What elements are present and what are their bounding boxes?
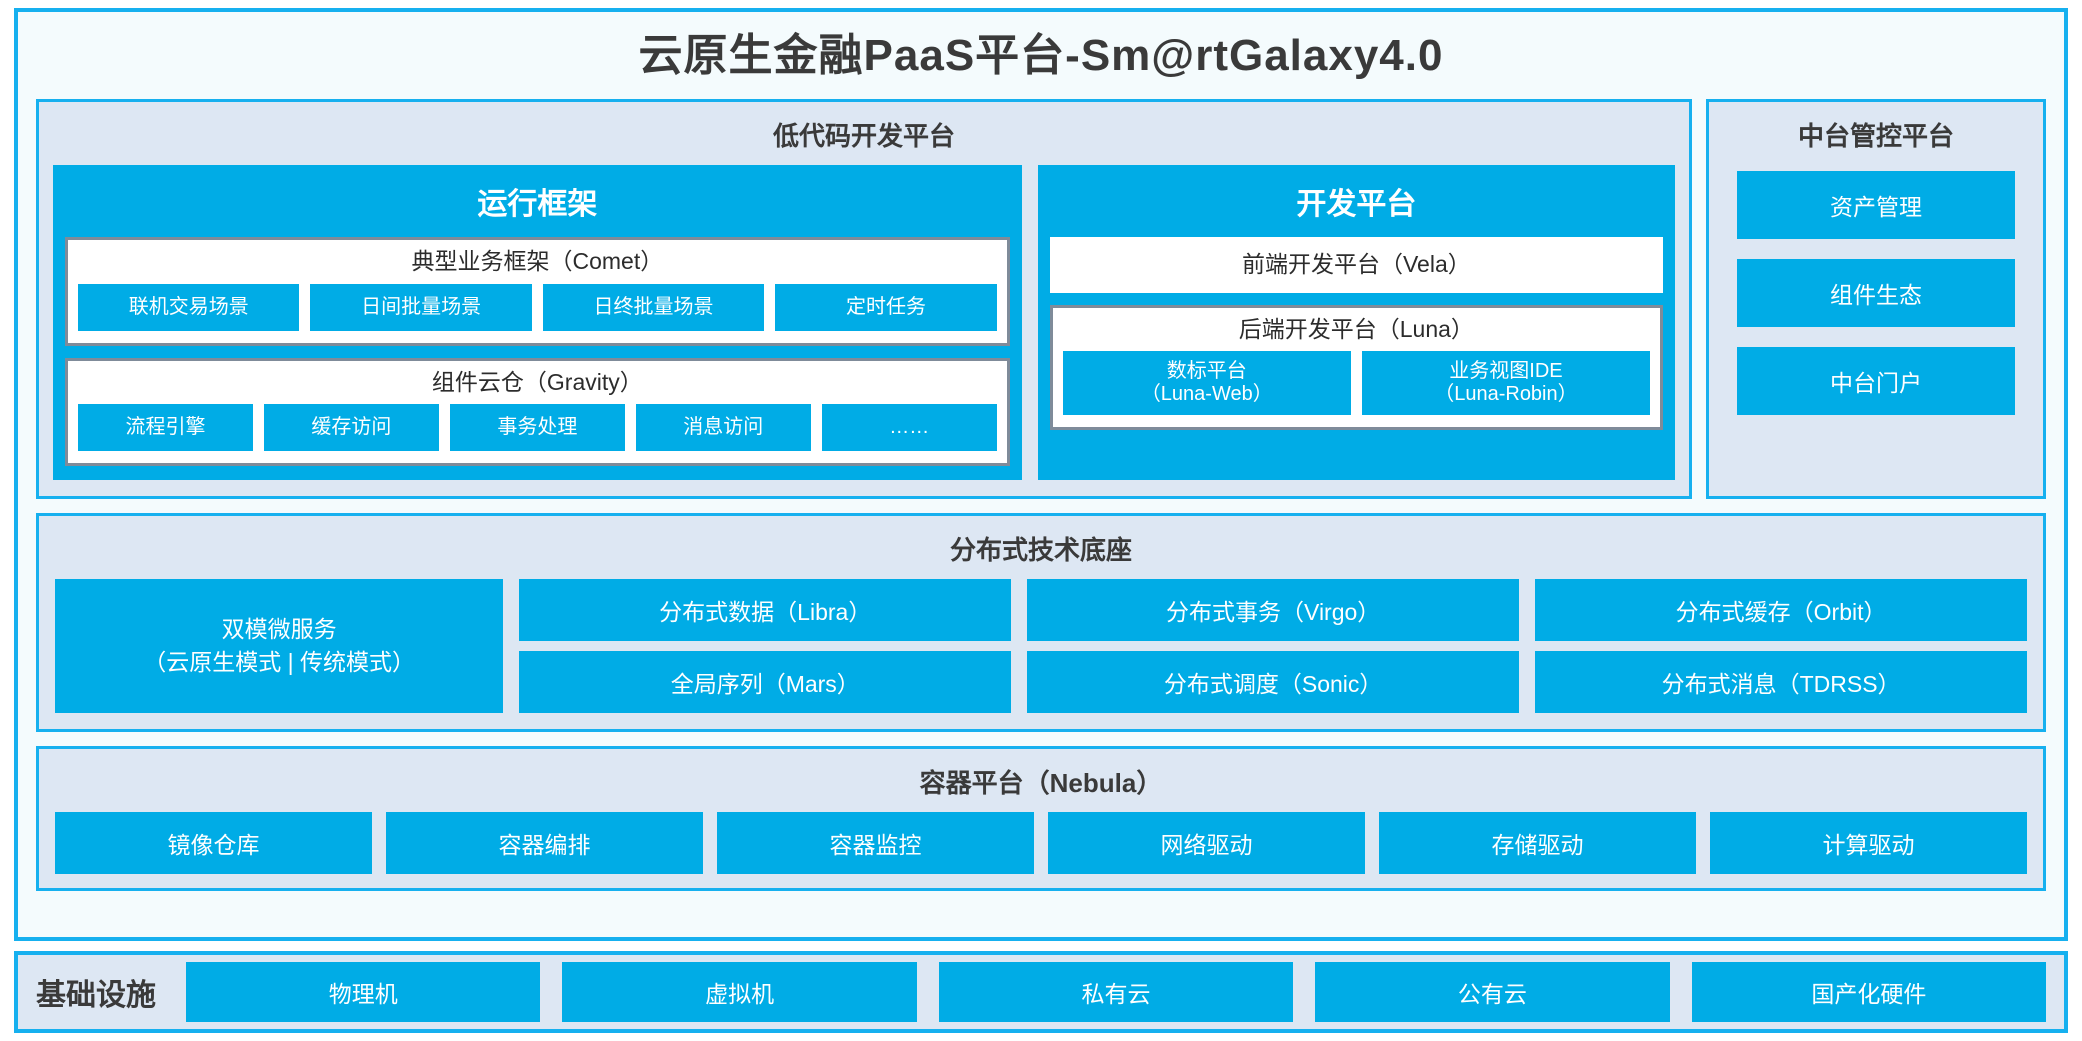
gravity-item-more[interactable]: …… — [821, 404, 997, 452]
gravity-item[interactable]: 消息访问 — [635, 404, 811, 452]
midplatform-item-list: 资产管理 组件生态 中台门户 — [1723, 165, 2029, 415]
container-item[interactable]: 网络驱动 — [1048, 812, 1365, 875]
comet-box: 典型业务框架（Comet） 联机交易场景 日间批量场景 日终批量场景 定时任务 — [65, 237, 1010, 346]
development-platform-card: 开发平台 前端开发平台（Vela） 后端开发平台（Luna） 数标平台 （Lun… — [1037, 165, 1675, 481]
page-title: 云原生金融PaaS平台-Sm@rtGalaxy4.0 — [638, 31, 1444, 80]
comet-item[interactable]: 日终批量场景 — [542, 283, 765, 331]
tech-base-grid: 双模微服务 （云原生模式 | 传统模式） 分布式数据（Libra） 全局序列（M… — [55, 579, 2028, 714]
runtime-framework-card: 运行框架 典型业务框架（Comet） 联机交易场景 日间批量场景 日终批量场景 … — [53, 165, 1022, 481]
comet-chip-row: 联机交易场景 日间批量场景 日终批量场景 定时任务 — [78, 283, 997, 331]
runtime-framework-title: 运行框架 — [477, 188, 598, 221]
luna-robin-line1: 业务视图IDE — [1449, 360, 1563, 383]
dual-mode-microservice-cell[interactable]: 双模微服务 （云原生模式 | 传统模式） — [55, 579, 504, 714]
luna-web-line1: 数标平台 — [1166, 360, 1247, 383]
gravity-item[interactable]: 事务处理 — [449, 404, 625, 452]
infrastructure-item[interactable]: 国产化硬件 — [1691, 962, 2047, 1022]
infrastructure-bar: 基础设施 物理机 虚拟机 私有云 公有云 国产化硬件 — [14, 951, 2068, 1033]
runtime-framework-column: 运行框架 典型业务框架（Comet） 联机交易场景 日间批量场景 日终批量场景 … — [53, 165, 1022, 481]
development-platform-column: 开发平台 前端开发平台（Vela） 后端开发平台（Luna） 数标平台 （Lun… — [1037, 165, 1675, 481]
gravity-item[interactable]: 流程引擎 — [78, 404, 253, 452]
gravity-item[interactable]: 缓存访问 — [263, 404, 439, 452]
luna-box: 后端开发平台（Luna） 数标平台 （Luna-Web） 业务视图IDE （Lu… — [1049, 304, 1663, 431]
tech-column-2: 分布式事务（Virgo） 分布式调度（Sonic） — [1027, 579, 1520, 714]
container-item[interactable]: 容器编排 — [386, 812, 703, 875]
tech-column-3: 分布式缓存（Orbit） 分布式消息（TDRSS） — [1535, 579, 2028, 714]
infrastructure-item[interactable]: 物理机 — [186, 962, 541, 1022]
upper-section: 低代码开发平台 运行框架 典型业务框架（Comet） 联机交易场景 日间批量场景 — [36, 99, 2046, 500]
comet-item[interactable]: 日间批量场景 — [310, 283, 532, 331]
midplatform-control-panel: 中台管控平台 资产管理 组件生态 中台门户 — [1706, 99, 2046, 500]
container-item[interactable]: 计算驱动 — [1710, 812, 2027, 875]
tech-column-1: 分布式数据（Libra） 全局序列（Mars） — [519, 579, 1012, 714]
luna-web-line2: （Luna-Web） — [1140, 383, 1273, 406]
tech-cell[interactable]: 分布式缓存（Orbit） — [1535, 579, 2028, 642]
comet-item[interactable]: 联机交易场景 — [78, 283, 300, 331]
main-platform-frame: 云原生金融PaaS平台-Sm@rtGalaxy4.0 低代码开发平台 运行框架 … — [14, 8, 2068, 941]
vela-box[interactable]: 前端开发平台（Vela） — [1049, 237, 1663, 293]
luna-chip-row: 数标平台 （Luna-Web） 业务视图IDE （Luna-Robin） — [1062, 351, 1651, 416]
container-platform-title: 容器平台（Nebula） — [919, 768, 1163, 799]
container-platform-panel: 容器平台（Nebula） 镜像仓库 容器编排 容器监控 网络驱动 存储驱动 计算… — [36, 746, 2046, 892]
development-platform-title: 开发平台 — [1296, 188, 1417, 221]
infrastructure-label: 基础设施 — [36, 979, 156, 1012]
dual-mode-line2: （云原生模式 | 传统模式） — [143, 649, 416, 676]
infrastructure-item[interactable]: 私有云 — [938, 962, 1294, 1022]
container-item[interactable]: 存储驱动 — [1379, 812, 1696, 875]
comet-item[interactable]: 定时任务 — [775, 283, 997, 331]
midplatform-item[interactable]: 中台门户 — [1737, 347, 2015, 415]
tech-cell[interactable]: 全局序列（Mars） — [519, 651, 1012, 714]
container-platform-row: 镜像仓库 容器编排 容器监控 网络驱动 存储驱动 计算驱动 — [55, 812, 2027, 875]
midplatform-title: 中台管控平台 — [1797, 121, 1954, 151]
tech-base-title: 分布式技术底座 — [949, 535, 1132, 566]
lowcode-platform-panel: 低代码开发平台 运行框架 典型业务框架（Comet） 联机交易场景 日间批量场景 — [36, 99, 1692, 500]
tech-cell[interactable]: 分布式调度（Sonic） — [1027, 651, 1520, 714]
tech-cell[interactable]: 分布式消息（TDRSS） — [1535, 651, 2028, 714]
distributed-tech-base-panel: 分布式技术底座 双模微服务 （云原生模式 | 传统模式） 分布式数据（Libra… — [36, 513, 2046, 733]
lowcode-platform-title: 低代码开发平台 — [772, 121, 955, 151]
container-item[interactable]: 容器监控 — [717, 812, 1034, 875]
midplatform-item[interactable]: 组件生态 — [1737, 259, 2015, 327]
luna-robin-item[interactable]: 业务视图IDE （Luna-Robin） — [1361, 351, 1651, 416]
luna-title: 后端开发平台（Luna） — [1238, 315, 1474, 342]
container-item[interactable]: 镜像仓库 — [55, 812, 372, 875]
comet-title: 典型业务框架（Comet） — [411, 248, 664, 274]
tech-cell[interactable]: 分布式事务（Virgo） — [1027, 579, 1520, 642]
gravity-box: 组件云仓（Gravity） 流程引擎 缓存访问 事务处理 消息访问 …… — [65, 357, 1010, 467]
lowcode-columns: 运行框架 典型业务框架（Comet） 联机交易场景 日间批量场景 日终批量场景 … — [53, 165, 1675, 481]
infrastructure-item[interactable]: 公有云 — [1315, 962, 1670, 1022]
gravity-title: 组件云仓（Gravity） — [431, 368, 643, 395]
luna-robin-line2: （Luna-Robin） — [1434, 383, 1578, 406]
tech-cell[interactable]: 分布式数据（Libra） — [519, 579, 1012, 642]
infrastructure-item[interactable]: 虚拟机 — [562, 962, 917, 1022]
gravity-chip-row: 流程引擎 缓存访问 事务处理 消息访问 …… — [78, 404, 997, 452]
midplatform-item[interactable]: 资产管理 — [1737, 171, 2015, 239]
luna-web-item[interactable]: 数标平台 （Luna-Web） — [1062, 351, 1351, 416]
dual-mode-line1: 双模微服务 — [221, 615, 337, 642]
vela-title: 前端开发平台（Vela） — [1241, 251, 1471, 277]
